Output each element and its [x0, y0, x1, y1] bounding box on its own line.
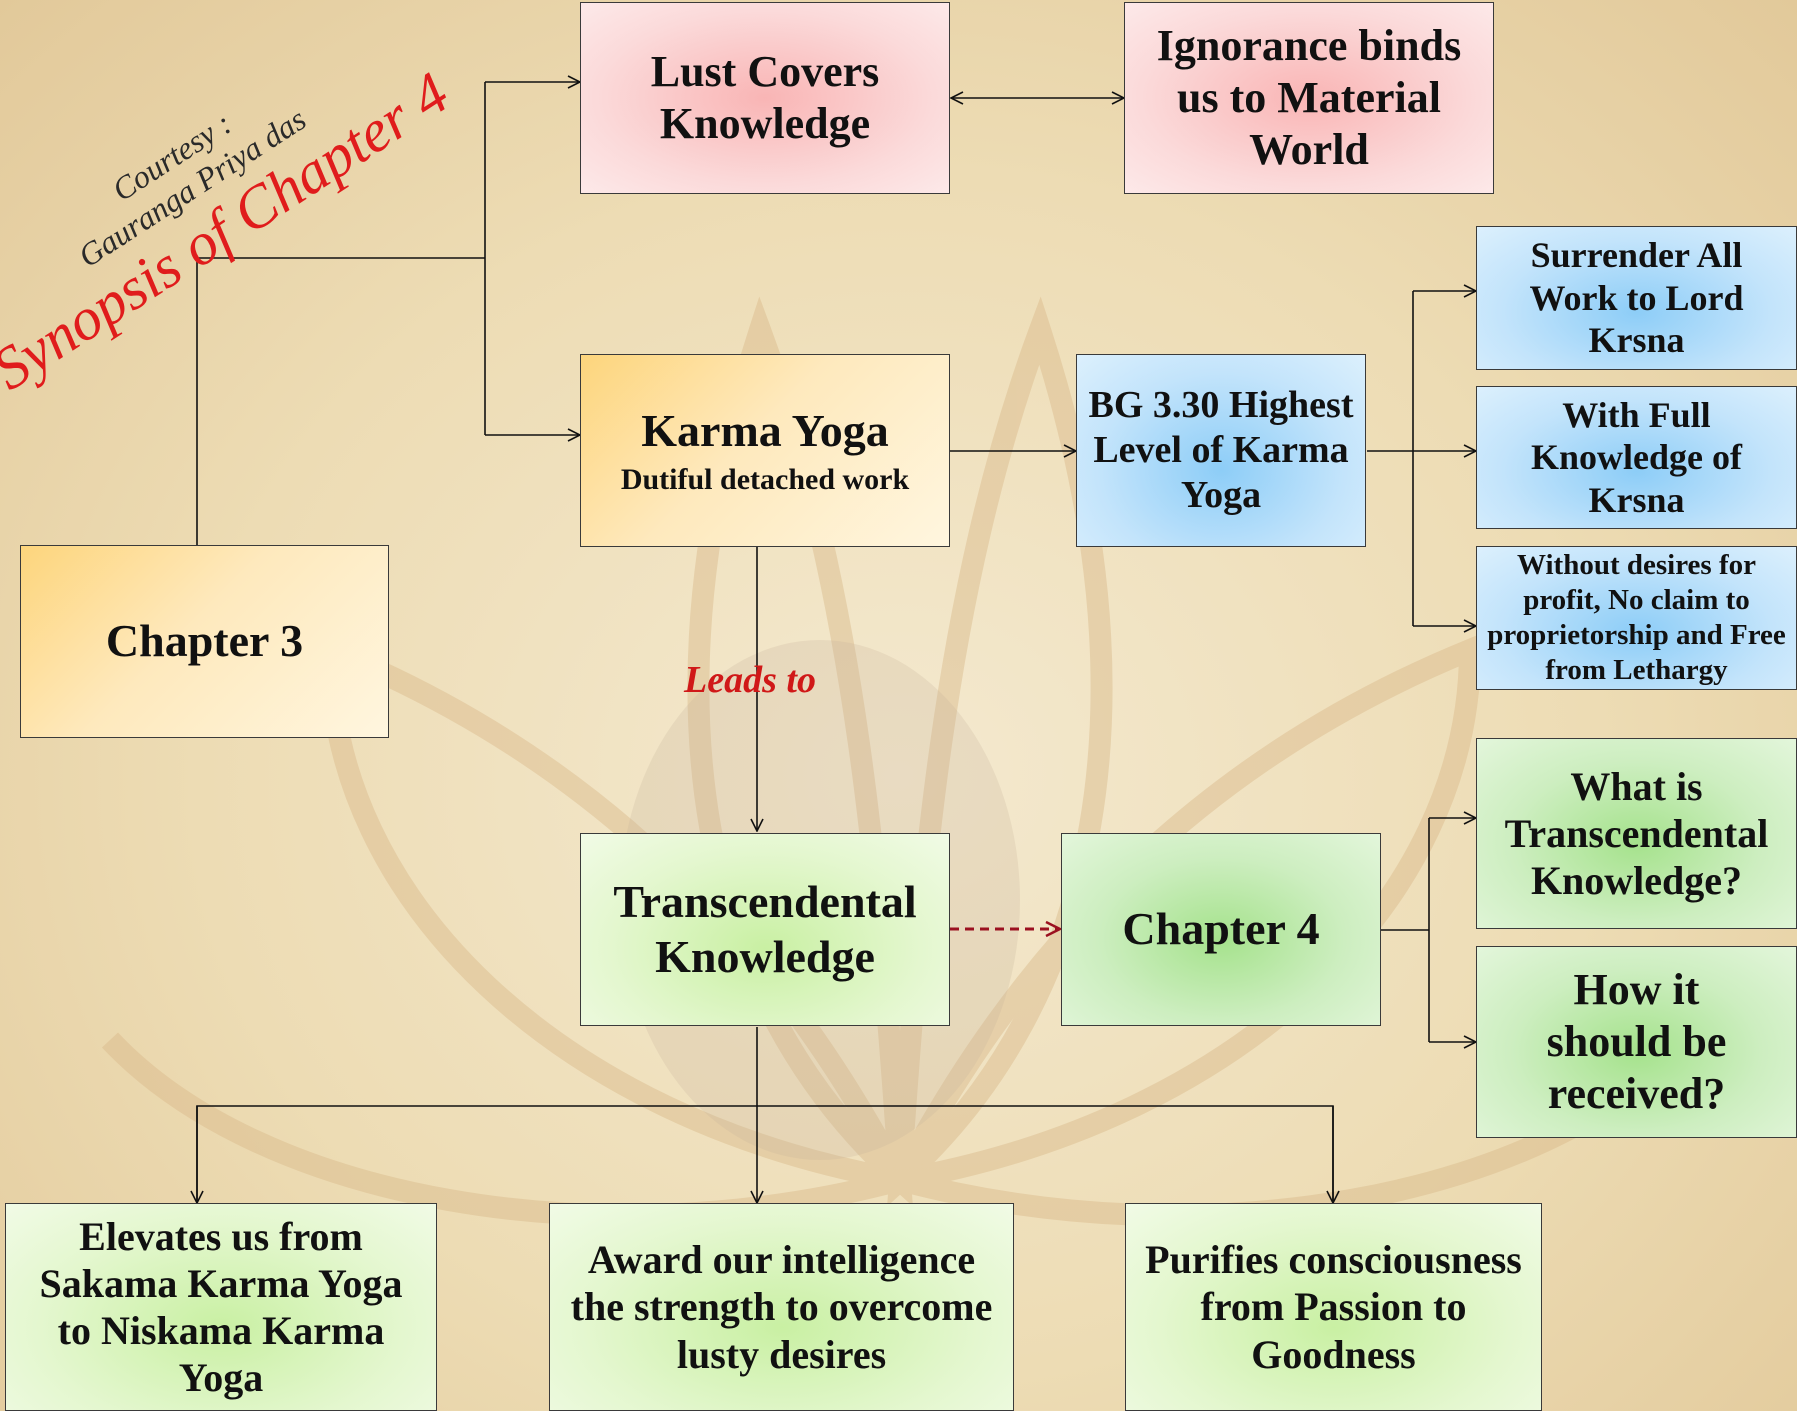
node-full-knowledge-label: With Full Knowledge of Krsna	[1531, 394, 1742, 520]
connector-chapter3-branch	[196, 257, 485, 545]
node-purifies-label: Purifies consciousness from Passion to G…	[1145, 1237, 1522, 1377]
node-chapter-3: Chapter 3	[20, 545, 389, 738]
node-lust-label: Lust Covers Knowledge	[650, 47, 880, 148]
node-award-label: Award our intelligence the strength to o…	[570, 1237, 993, 1377]
node-elevates-label: Elevates us from Sakama Karma Yoga to Ni…	[39, 1213, 403, 1401]
node-karma-title: Karma Yoga	[641, 404, 889, 456]
node-lust-covers-knowledge: Lust Covers Knowledge	[580, 2, 950, 194]
node-without-desires: Without desires for profit, No claim to …	[1476, 546, 1797, 690]
node-chapter4-label: Chapter 4	[1122, 903, 1320, 955]
node-ignorance-label: Ignorance binds us to Material World	[1156, 21, 1462, 174]
node-award: Award our intelligence the strength to o…	[549, 1203, 1014, 1411]
leads-to-label: Leads to	[684, 659, 816, 701]
node-chapter-4: Chapter 4	[1061, 833, 1381, 1026]
node-transcendental-label: Transcendental Knowledge	[613, 876, 917, 982]
node-transcendental-knowledge: Transcendental Knowledge	[580, 833, 950, 1026]
node-what-is: What is Transcendental Knowledge?	[1476, 738, 1797, 929]
node-karma-subtitle: Dutiful detached work	[620, 462, 910, 496]
node-chapter3-label: Chapter 3	[105, 615, 304, 667]
node-ignorance: Ignorance binds us to Material World	[1124, 2, 1494, 194]
node-elevates: Elevates us from Sakama Karma Yoga to Ni…	[5, 1203, 437, 1411]
node-full-knowledge: With Full Knowledge of Krsna	[1476, 386, 1797, 529]
node-without-desires-label: Without desires for profit, No claim to …	[1487, 549, 1786, 686]
node-bg-3-30: BG 3.30 Highest Level of Karma Yoga	[1076, 354, 1366, 547]
node-how-received: How it should be received?	[1476, 946, 1797, 1138]
node-surrender-label: Surrender All Work to Lord Krsna	[1529, 235, 1744, 361]
node-karma-yoga: Karma Yoga Dutiful detached work	[580, 354, 950, 547]
node-purifies: Purifies consciousness from Passion to G…	[1125, 1203, 1542, 1411]
node-what-is-label: What is Transcendental Knowledge?	[1504, 763, 1769, 904]
node-bg330-label: BG 3.30 Highest Level of Karma Yoga	[1088, 384, 1354, 516]
node-surrender: Surrender All Work to Lord Krsna	[1476, 226, 1797, 370]
node-how-received-label: How it should be received?	[1546, 965, 1727, 1118]
